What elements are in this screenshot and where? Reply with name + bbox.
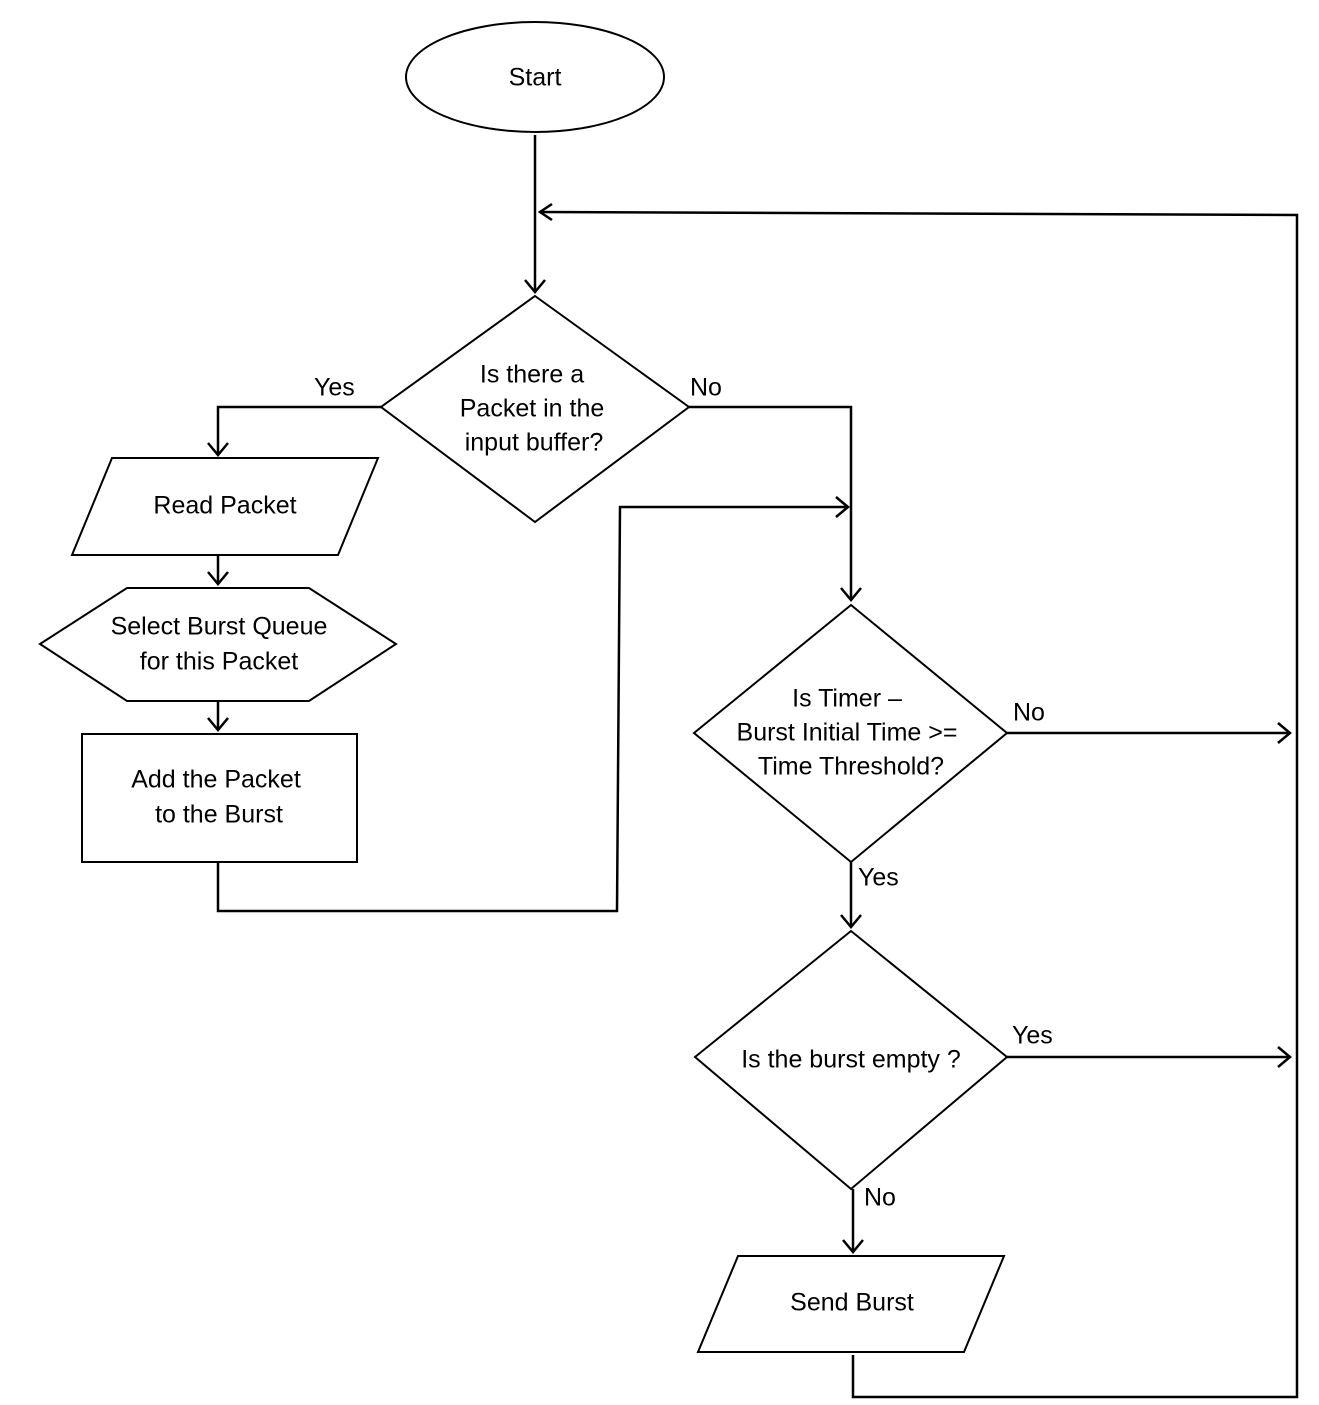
start-node: Start	[405, 21, 665, 133]
add-packet-line-1: Add the Packet	[131, 766, 301, 794]
edge-label-empty-yes: Yes	[1012, 1022, 1053, 1050]
add-packet-line-2: to the Burst	[155, 801, 283, 829]
arrowhead	[207, 717, 229, 732]
arrowhead	[840, 587, 862, 602]
arrowhead	[835, 496, 850, 518]
edge-label-timer-no: No	[1013, 699, 1045, 727]
arrowhead	[207, 442, 229, 457]
arrowhead	[207, 571, 229, 586]
connector-no-to-timer	[689, 405, 853, 600]
select-queue-line-2: for this Packet	[140, 648, 298, 676]
send-burst-label: Send Burst	[790, 1289, 914, 1317]
decision-timer-line-2: Burst Initial Time >=	[737, 719, 958, 747]
read-packet-node: Read Packet	[70, 457, 380, 556]
edge-label-timer-yes: Yes	[858, 864, 899, 892]
add-packet-node: Add the Packet to the Burst	[81, 733, 358, 863]
decision-timer: Is Timer – Burst Initial Time >= Time Th…	[692, 603, 1009, 864]
edge-label-packet-yes: Yes	[314, 374, 355, 402]
decision-empty-label: Is the burst empty ?	[741, 1046, 961, 1074]
connectors	[207, 135, 1299, 1399]
read-packet-label: Read Packet	[153, 492, 296, 520]
edge-label-empty-no: No	[864, 1184, 896, 1212]
decision-timer-line-3: Time Threshold?	[758, 753, 944, 781]
connector-loop-back	[539, 210, 1299, 1399]
arrowhead	[842, 1239, 864, 1254]
arrowhead	[524, 279, 546, 294]
connector-yes-to-read	[216, 405, 381, 455]
edge-labels: Yes No No Yes Yes No	[314, 374, 1053, 1212]
decision-timer-line-1: Is Timer –	[792, 685, 902, 713]
decision-packet-line-1: Is there a	[480, 361, 584, 389]
select-queue-line-1: Select Burst Queue	[111, 613, 328, 641]
decision-packet-in-buffer: Is there a Packet in the input buffer?	[379, 294, 691, 524]
send-burst-node: Send Burst	[696, 1255, 1006, 1353]
arrowhead	[1277, 722, 1292, 744]
decision-packet-line-2: Packet in the	[460, 395, 605, 423]
select-queue-node: Select Burst Queue for this Packet	[38, 587, 398, 702]
connector-add-to-timer	[216, 505, 848, 913]
arrowhead	[1277, 1046, 1292, 1068]
edge-label-packet-no: No	[690, 374, 722, 402]
arrowhead	[840, 914, 862, 929]
decision-burst-empty: Is the burst empty ?	[693, 929, 1009, 1191]
start-label: Start	[509, 64, 562, 92]
decision-packet-line-3: input buffer?	[465, 429, 604, 457]
arrowhead	[537, 202, 553, 222]
